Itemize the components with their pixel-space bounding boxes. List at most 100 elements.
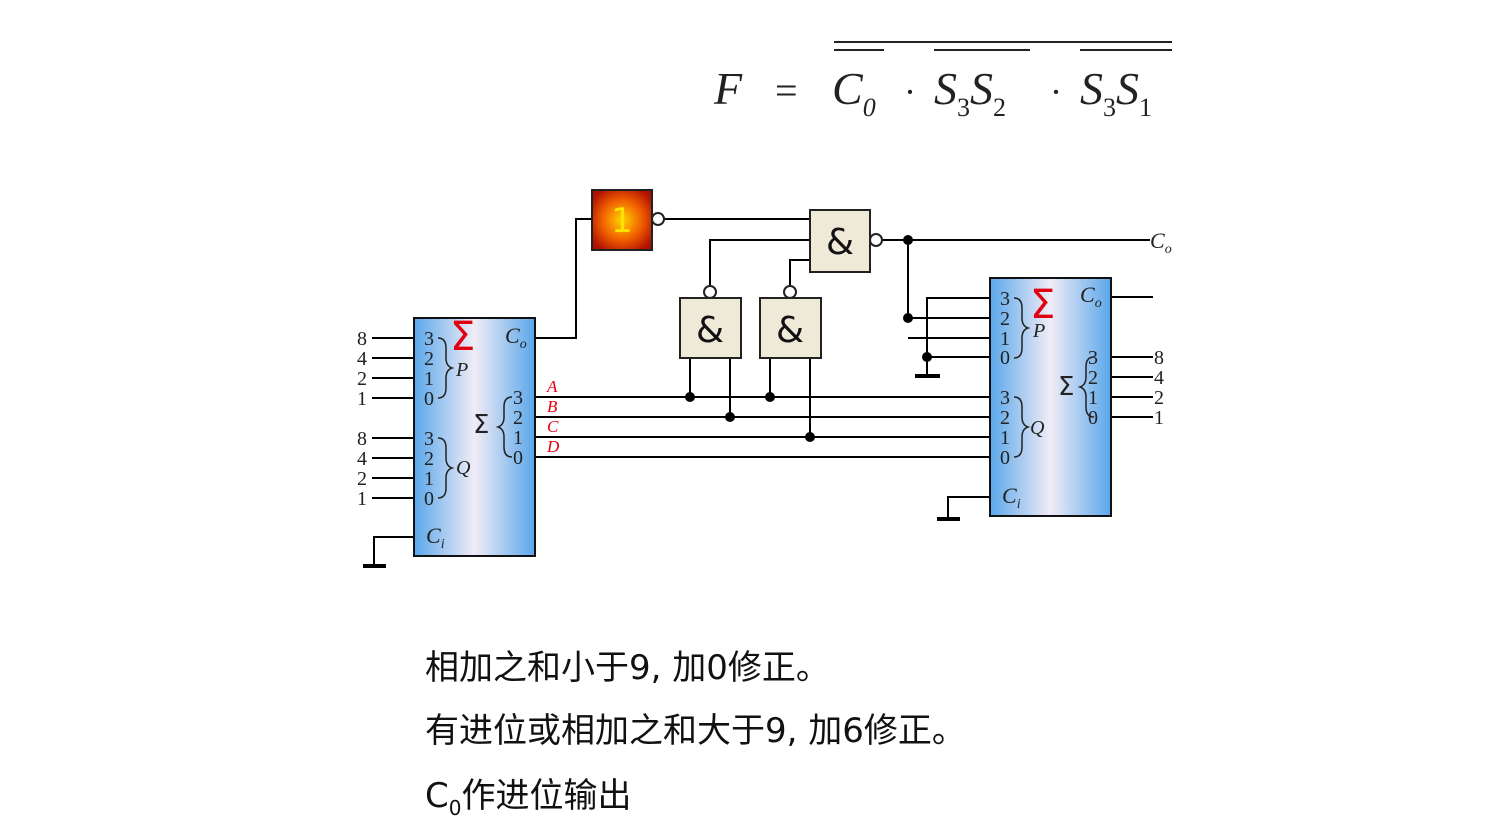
adder1-sum-sigma: Σ — [473, 410, 489, 440]
svg-text:2: 2 — [1088, 367, 1098, 389]
adder2-output-weights: 8 4 2 1 — [1154, 347, 1164, 429]
svg-text:1: 1 — [1000, 427, 1010, 449]
adder1-sigma-red: Σ — [450, 314, 475, 360]
adder2-sigma-red: Σ — [1030, 282, 1055, 328]
wires — [363, 218, 1153, 568]
svg-text:0: 0 — [1000, 447, 1010, 469]
svg-text:2: 2 — [357, 368, 367, 390]
svg-text:4: 4 — [357, 348, 367, 370]
nand-gate: & — [809, 209, 883, 273]
label-B: B — [547, 397, 558, 416]
adder2-sum-sigma: Σ — [1058, 372, 1074, 402]
svg-text:2: 2 — [1000, 308, 1010, 330]
adder1-ci: Ci — [426, 523, 445, 552]
adder2-q-brace — [1013, 396, 1031, 458]
formula-dot1: · — [904, 72, 916, 112]
nand-gate-bubble — [869, 233, 883, 247]
svg-text:0: 0 — [424, 388, 434, 410]
svg-text:1: 1 — [424, 368, 434, 390]
adder1-p-label: P — [455, 359, 468, 381]
svg-text:0: 0 — [1088, 407, 1098, 429]
formula-eq: = — [775, 68, 798, 113]
formula-term1: C0 — [832, 63, 876, 122]
adder1-p-pins: 3 2 1 0 — [424, 328, 434, 410]
note-line-3-rest: 作进位输出 — [461, 776, 632, 816]
svg-text:0: 0 — [424, 488, 434, 510]
adder1-q-label: Q — [456, 457, 471, 479]
svg-text:8: 8 — [357, 328, 367, 350]
wire-co1-to-not — [535, 218, 592, 339]
formula-term2: S3S2 — [934, 63, 1006, 122]
not-gate-label: 1 — [611, 201, 633, 241]
junction-dots — [685, 235, 932, 442]
adder2-body — [989, 277, 1112, 517]
svg-text:3: 3 — [424, 328, 434, 350]
not-gate-bubble — [651, 212, 665, 226]
svg-text:1: 1 — [424, 468, 434, 490]
adder1-body — [413, 317, 536, 557]
svg-text:3: 3 — [1088, 347, 1098, 369]
svg-text:1: 1 — [357, 488, 367, 510]
adder2-p-brace — [1013, 297, 1031, 359]
adder1-p-brace — [437, 337, 455, 399]
adder1-co: Co — [505, 323, 527, 352]
svg-text:1: 1 — [1088, 387, 1098, 409]
svg-text:2: 2 — [357, 468, 367, 490]
and-gate-2-label: & — [776, 310, 804, 351]
wire-ci1-gnd — [373, 536, 414, 566]
adder2-p-label: P — [1032, 320, 1045, 342]
note-line-3: C0作进位输出 — [425, 768, 631, 820]
svg-text:8: 8 — [357, 428, 367, 450]
svg-text:0: 0 — [513, 447, 523, 469]
wire-ci2-gnd — [947, 496, 990, 519]
not-gate: 1 — [591, 189, 665, 251]
sum-output-names: A B C D — [546, 377, 560, 456]
wire-and2-to-nand — [789, 259, 810, 288]
formula-term3: S3S1 — [1080, 63, 1152, 122]
adder1-sum-pins: 3 2 1 0 — [513, 387, 523, 469]
adder2-sum-brace — [1077, 356, 1095, 418]
label-A: A — [546, 377, 558, 396]
adder2-ci: Ci — [1002, 483, 1021, 512]
note-line-3-sub: 0 — [448, 795, 462, 820]
note-line-3-main: C — [425, 776, 449, 816]
adder-chip-2: Σ Co 3 2 1 0 P 3 2 1 0 Q Σ 3 2 1 0 Ci — [989, 277, 1112, 517]
and-gate-1: & — [679, 285, 742, 359]
adder2-p-pins: 3 2 1 0 — [1000, 288, 1010, 369]
wire-and1-to-nand — [709, 239, 810, 288]
label-C: C — [547, 417, 559, 436]
svg-text:4: 4 — [357, 448, 367, 470]
svg-text:1: 1 — [1154, 407, 1164, 429]
and-gate-2-bubble — [783, 285, 797, 299]
adder1-input-weights: 8 4 2 1 8 4 2 1 — [357, 328, 367, 510]
adder1-sum-brace — [495, 396, 513, 458]
formula-lhs: F — [713, 63, 743, 114]
svg-text:2: 2 — [513, 407, 523, 429]
svg-text:2: 2 — [1154, 387, 1164, 409]
and-gate-1-bubble — [703, 285, 717, 299]
wire-gnd-p — [926, 297, 990, 376]
note-line-1: 相加之和小于9, 加0修正。 — [425, 648, 830, 688]
label-D: D — [546, 437, 560, 456]
svg-text:3: 3 — [424, 428, 434, 450]
formula: F = C0 · S3S2 · S3S1 — [713, 41, 1172, 122]
svg-text:8: 8 — [1154, 347, 1164, 369]
svg-text:3: 3 — [513, 387, 523, 409]
svg-text:1: 1 — [1000, 328, 1010, 350]
svg-text:2: 2 — [424, 348, 434, 370]
adder1-q-brace — [437, 437, 455, 499]
svg-text:1: 1 — [357, 388, 367, 410]
note-line-2: 有进位或相加之和大于9, 加6修正。 — [425, 711, 966, 751]
adder2-co: Co — [1080, 282, 1102, 311]
svg-text:2: 2 — [424, 448, 434, 470]
co-output-label: Co — [1150, 228, 1172, 257]
svg-text:0: 0 — [1000, 347, 1010, 369]
formula-dot2: · — [1050, 72, 1062, 112]
svg-text:4: 4 — [1154, 367, 1164, 389]
adder1-q-pins: 3 2 1 0 — [424, 428, 434, 510]
svg-text:3: 3 — [1000, 387, 1010, 409]
and-gate-1-label: & — [696, 310, 724, 351]
wire-to-p2-p1 — [907, 240, 990, 319]
and-gate-2: & — [759, 285, 822, 359]
